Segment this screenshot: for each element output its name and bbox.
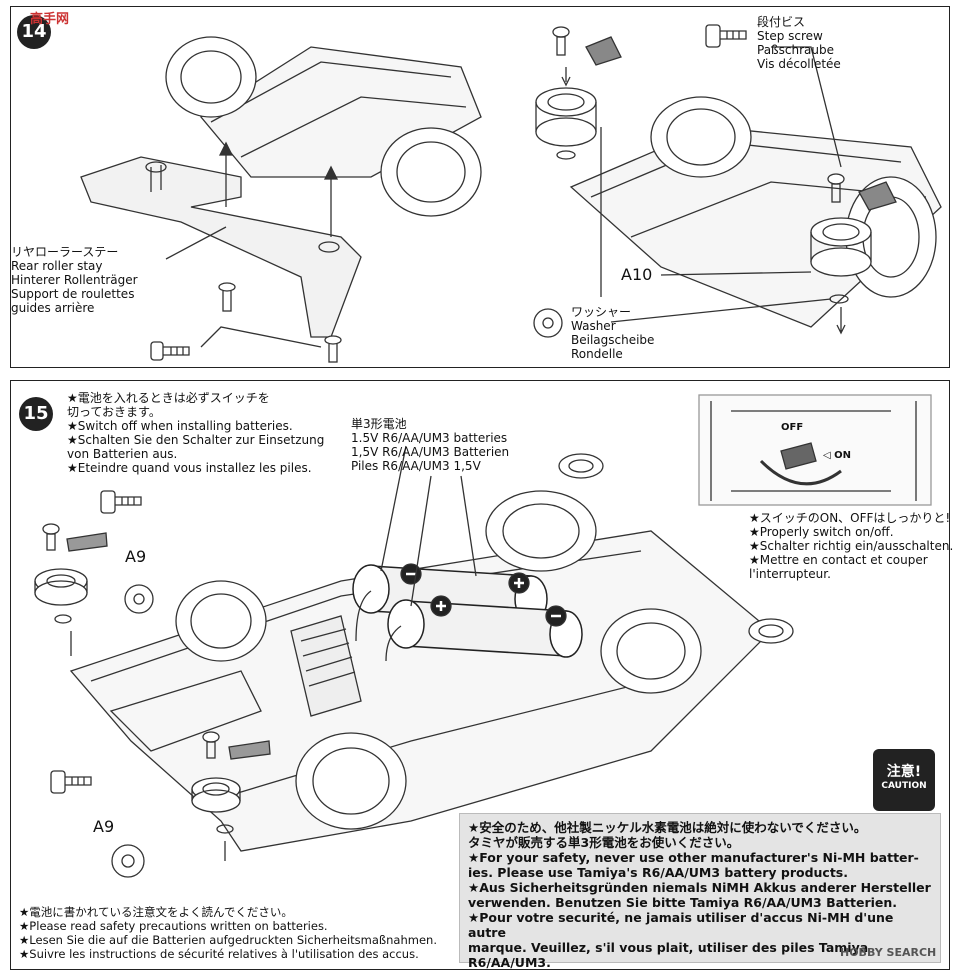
step-15-number: 15 [19,397,53,431]
switch-on-marker: ◁ ON [823,450,852,461]
step-14-panel: 14 リヤローラーステー Rear roller stay Hinterer R… [10,6,950,368]
step-screw-label: 段付ビス Step screw Paßschraube Vis décollet… [757,15,841,71]
read-precautions-instructions: ★電池に書かれている注意文をよく読んでください。 ★Please read sa… [19,905,437,961]
step-14-number: 14 [17,15,51,49]
switch-off-instructions: ★電池を入れるときは必ずスイッチを 切っておきます。 ★Switch off w… [67,391,325,475]
watermark-bottom: HOBBY SEARCH [840,946,937,959]
switch-off-marker: OFF [781,422,804,433]
switch-proper-instructions: ★スイッチのON、OFFはしっかりと! ★Properly switch on/… [749,511,954,581]
caution-badge: 注意! CAUTION [873,749,935,811]
rear-roller-stay-label: リヤローラーステー Rear roller stay Hinterer Roll… [11,245,138,315]
part-a9-top-label: A9 [125,547,147,566]
batteries-label: 単3形電池 1.5V R6/AA/UM3 batteries 1,5V R6/A… [351,417,510,473]
part-a10-label: A10 [621,265,653,284]
step-15-panel: 15 ★電池を入れるときは必ずスイッチを 切っておきます。 ★Switch of… [10,380,954,970]
watermark-top: 高手网 [30,12,70,27]
step-15-illustration [34,394,932,878]
washer-label: ワッシャー Washer Beilagscheibe Rondelle [571,305,655,361]
battery-warning-box: ★安全のため、他社製ニッケル水素電池は絶対に使わないでください。 タミヤが販売す… [459,813,941,970]
part-a9-bottom-label: A9 [93,817,115,836]
step-14-illustration [80,24,942,363]
